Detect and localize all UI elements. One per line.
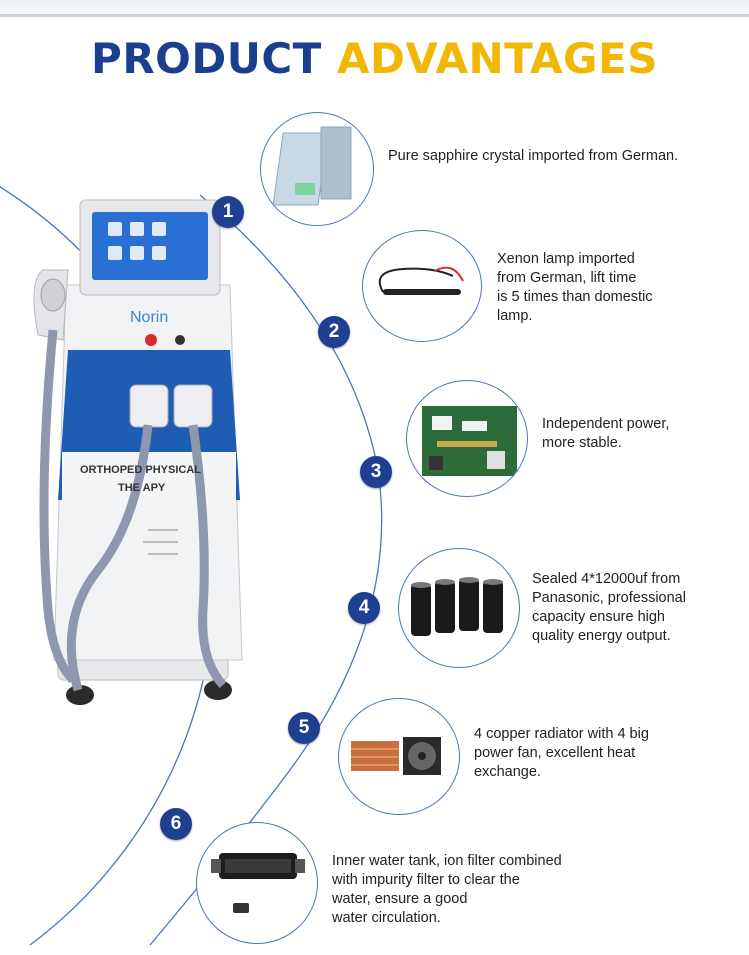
machine-brand-logo: Norin bbox=[130, 309, 168, 326]
feature-text-5: 4 copper radiator with 4 big power fan, … bbox=[474, 726, 649, 780]
feature-text-3: Independent power, more stable. bbox=[542, 416, 670, 451]
feature-text-4: Sealed 4*12000uf from Panasonic, profess… bbox=[532, 571, 686, 644]
feature-image-power-board bbox=[406, 380, 528, 497]
top-band bbox=[0, 0, 749, 17]
feature-image-xenon-lamp bbox=[362, 230, 482, 342]
feature-image-capacitors bbox=[398, 548, 520, 668]
feature-text-6: Inner water tank, ion filter combined wi… bbox=[332, 853, 562, 926]
feature-badge-6: 6 bbox=[160, 808, 192, 840]
feature-text-2: Xenon lamp imported from German, lift ti… bbox=[497, 251, 653, 324]
feature-image-sapphire-crystal bbox=[260, 112, 374, 226]
svg-text:THE APY: THE APY bbox=[118, 482, 166, 494]
page-title: PRODUCT ADVANTAGES bbox=[0, 34, 749, 83]
feature-image-water-tank bbox=[196, 822, 318, 944]
feature-badge-2: 2 bbox=[318, 316, 350, 348]
feature-badge-4: 4 bbox=[348, 592, 380, 624]
feature-badge-5: 5 bbox=[288, 712, 320, 744]
svg-text:ORTHOPED PHYSICAL: ORTHOPED PHYSICAL bbox=[80, 464, 201, 476]
title-advantages: ADVANTAGES bbox=[336, 34, 658, 83]
feature-text-1: Pure sapphire crystal imported from Germ… bbox=[388, 148, 679, 164]
feature-badge-3: 3 bbox=[360, 456, 392, 488]
feature-image-radiator-fans bbox=[338, 698, 460, 815]
feature-badge-1: 1 bbox=[212, 196, 244, 228]
ipl-machine-image: Norin ORTHOPED PHYSICAL THE APY bbox=[33, 199, 243, 705]
title-product: PRODUCT bbox=[91, 34, 322, 83]
